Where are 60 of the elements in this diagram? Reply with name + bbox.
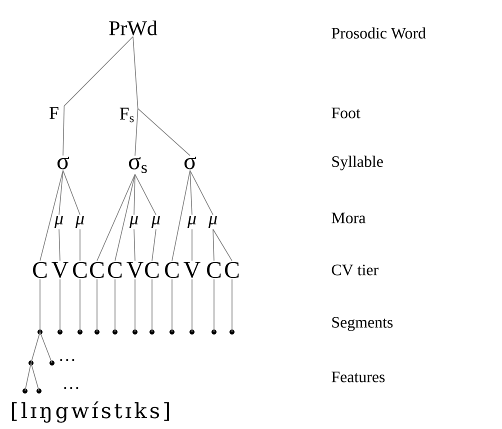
syllable-symbol: σ — [57, 156, 70, 170]
branch-line — [212, 228, 214, 262]
tier-label: Foot — [332, 108, 360, 118]
branch-line — [134, 108, 138, 156]
tier-label: Segments — [332, 317, 393, 331]
ellipsis: … — [60, 358, 74, 362]
cv-letter: C — [165, 262, 179, 278]
branch-line — [40, 170, 64, 262]
mora-symbol: μ — [54, 216, 63, 228]
foot-label: F$_{s}$ — [120, 108, 134, 122]
branch-line — [58, 228, 60, 262]
cv-letter: V — [126, 262, 144, 278]
tier-label: Features — [332, 372, 385, 382]
cv-letter: V — [184, 262, 200, 278]
cv-letter: C — [33, 262, 47, 278]
mora-symbol: μ — [188, 216, 196, 228]
branch-line — [114, 174, 136, 262]
branch-line — [58, 170, 64, 216]
branch-line — [134, 174, 136, 216]
branch-line — [172, 170, 190, 262]
cv-letter: C — [145, 262, 159, 278]
branch-line — [114, 278, 116, 332]
branch-line — [212, 228, 232, 262]
cv-letter: C — [90, 262, 104, 278]
branch-line — [62, 170, 80, 216]
cv-letter: C — [225, 262, 239, 278]
tier-label: CV tier — [332, 264, 378, 276]
branch-line — [134, 228, 136, 262]
branch-line — [190, 170, 214, 216]
cv-letter: C — [73, 262, 87, 278]
branch-line — [30, 362, 40, 392]
branch-line — [132, 36, 138, 109]
cv-letter: V — [52, 262, 68, 278]
branch-line — [62, 106, 65, 156]
branch-line — [190, 170, 192, 216]
prosodic-word-label: PrWd — [109, 20, 158, 36]
foot-label: F — [50, 107, 58, 119]
branch-line — [40, 332, 52, 364]
mora-symbol: μ — [76, 216, 84, 228]
branch-line — [30, 332, 40, 364]
branch-line — [152, 228, 156, 262]
branch-line — [134, 278, 136, 332]
branch-line — [96, 174, 136, 262]
branch-line — [134, 174, 156, 216]
mora-symbol: μ — [130, 216, 138, 228]
branch-line — [24, 362, 32, 392]
branch-line — [64, 36, 134, 106]
phonetic-transcription: [lɪŋgwɪ́stɪks] — [12, 401, 169, 423]
tier-label: Prosodic Word — [332, 27, 426, 39]
tier-label: Mora — [332, 212, 366, 224]
syllable-symbol: σ — [184, 156, 196, 170]
syllable-symbol: σ$_{s}$ — [128, 156, 147, 174]
cv-letter: C — [207, 262, 221, 278]
branch-line — [137, 108, 190, 156]
cv-letter: C — [108, 262, 122, 278]
mora-symbol: μ — [208, 216, 217, 228]
tier-label: Syllable — [332, 156, 383, 170]
ellipsis: … — [64, 386, 78, 390]
branch-line — [96, 278, 98, 332]
mora-symbol: μ — [152, 216, 160, 228]
